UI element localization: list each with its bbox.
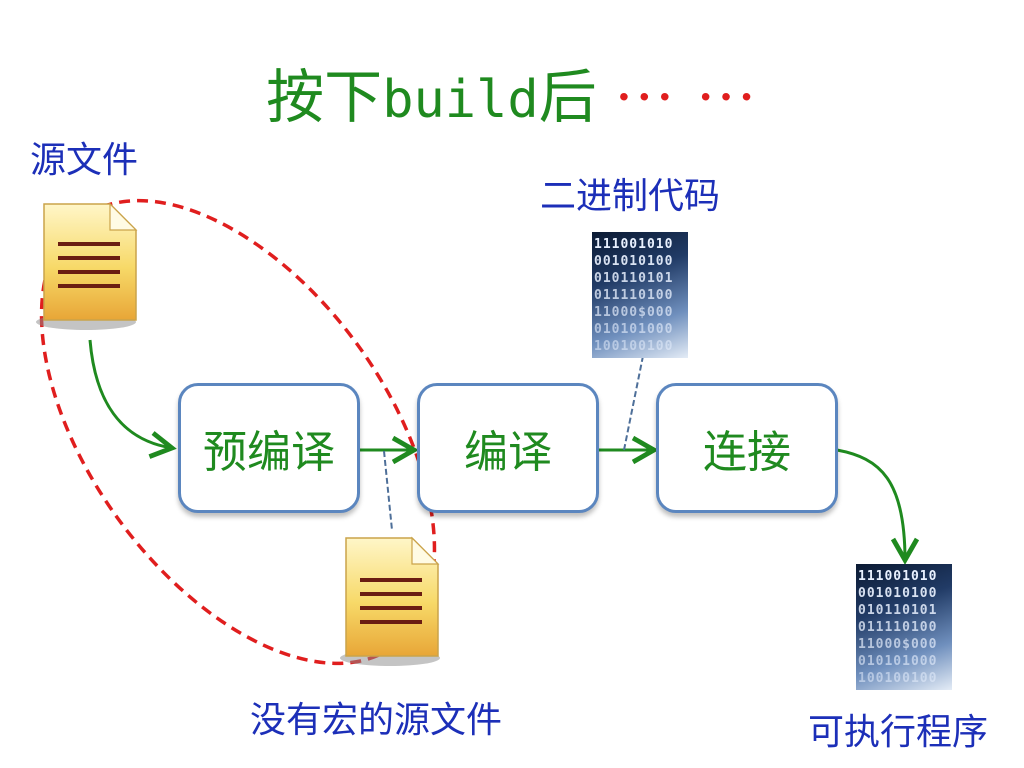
stage-compile: 编译 xyxy=(417,383,599,513)
title-main-text: 按下 xyxy=(266,63,383,131)
arrow-source-to-preprocess xyxy=(88,339,177,459)
binary-texture-row: 011110100 xyxy=(594,288,674,303)
executable-binary-image: 111001010 001010100 010110101 011110100 1100… xyxy=(856,564,952,690)
binary-texture-row: 010101000 xyxy=(594,322,674,337)
document-icon-graphic xyxy=(36,202,138,330)
title-suffix: 后 xyxy=(538,63,597,131)
stage-compile-label: 编译 xyxy=(464,427,552,478)
label-source-file: 源文件 xyxy=(30,140,139,181)
stage-preprocess-label: 预编译 xyxy=(203,427,335,478)
binary-texture: 111001010 001010100 010110101 011110100 1100… xyxy=(858,568,952,687)
binary-texture-row: 010110101 xyxy=(594,271,674,286)
binary-texture-row: 11000$000 xyxy=(858,637,938,652)
stage-preprocess: 预编译 xyxy=(178,383,360,513)
binary-texture-row: 100100100 xyxy=(858,671,938,686)
binary-texture: 111001010 001010100 010110101 011110100 1100… xyxy=(594,236,688,355)
title-ellipsis: ··· ··· xyxy=(614,63,758,131)
label-no-macro-source: 没有宏的源文件 xyxy=(250,700,503,741)
label-executable: 可执行程序 xyxy=(808,712,989,753)
document-icon xyxy=(34,196,144,336)
callout-line-binary-code xyxy=(623,355,644,451)
slide-title: 按下build后··· ··· xyxy=(0,62,1024,135)
binary-texture-row: 010110101 xyxy=(858,603,938,618)
document-icon-graphic xyxy=(340,536,440,666)
title-keyword: build xyxy=(382,70,539,130)
binary-texture-row: 11000$000 xyxy=(594,305,674,320)
binary-texture-row: 001010100 xyxy=(858,586,938,601)
callout-line-macro-free-file xyxy=(383,450,393,531)
binary-texture-row: 001010100 xyxy=(594,254,674,269)
binary-texture-row: 010101000 xyxy=(858,654,938,669)
stage-link-label: 连接 xyxy=(703,427,791,478)
label-binary-code: 二进制代码 xyxy=(540,176,721,217)
binary-code-image: 111001010 001010100 010110101 011110100 1100… xyxy=(592,232,688,358)
document-icon xyxy=(338,530,448,670)
binary-texture-row: 011110100 xyxy=(858,620,938,635)
binary-texture-row: 100100100 xyxy=(594,339,674,354)
stage-link: 连接 xyxy=(656,383,838,513)
binary-texture-row: 111001010 xyxy=(594,237,674,252)
binary-texture-row: 111001010 xyxy=(858,569,938,584)
arrow-link-to-executable xyxy=(836,448,920,565)
